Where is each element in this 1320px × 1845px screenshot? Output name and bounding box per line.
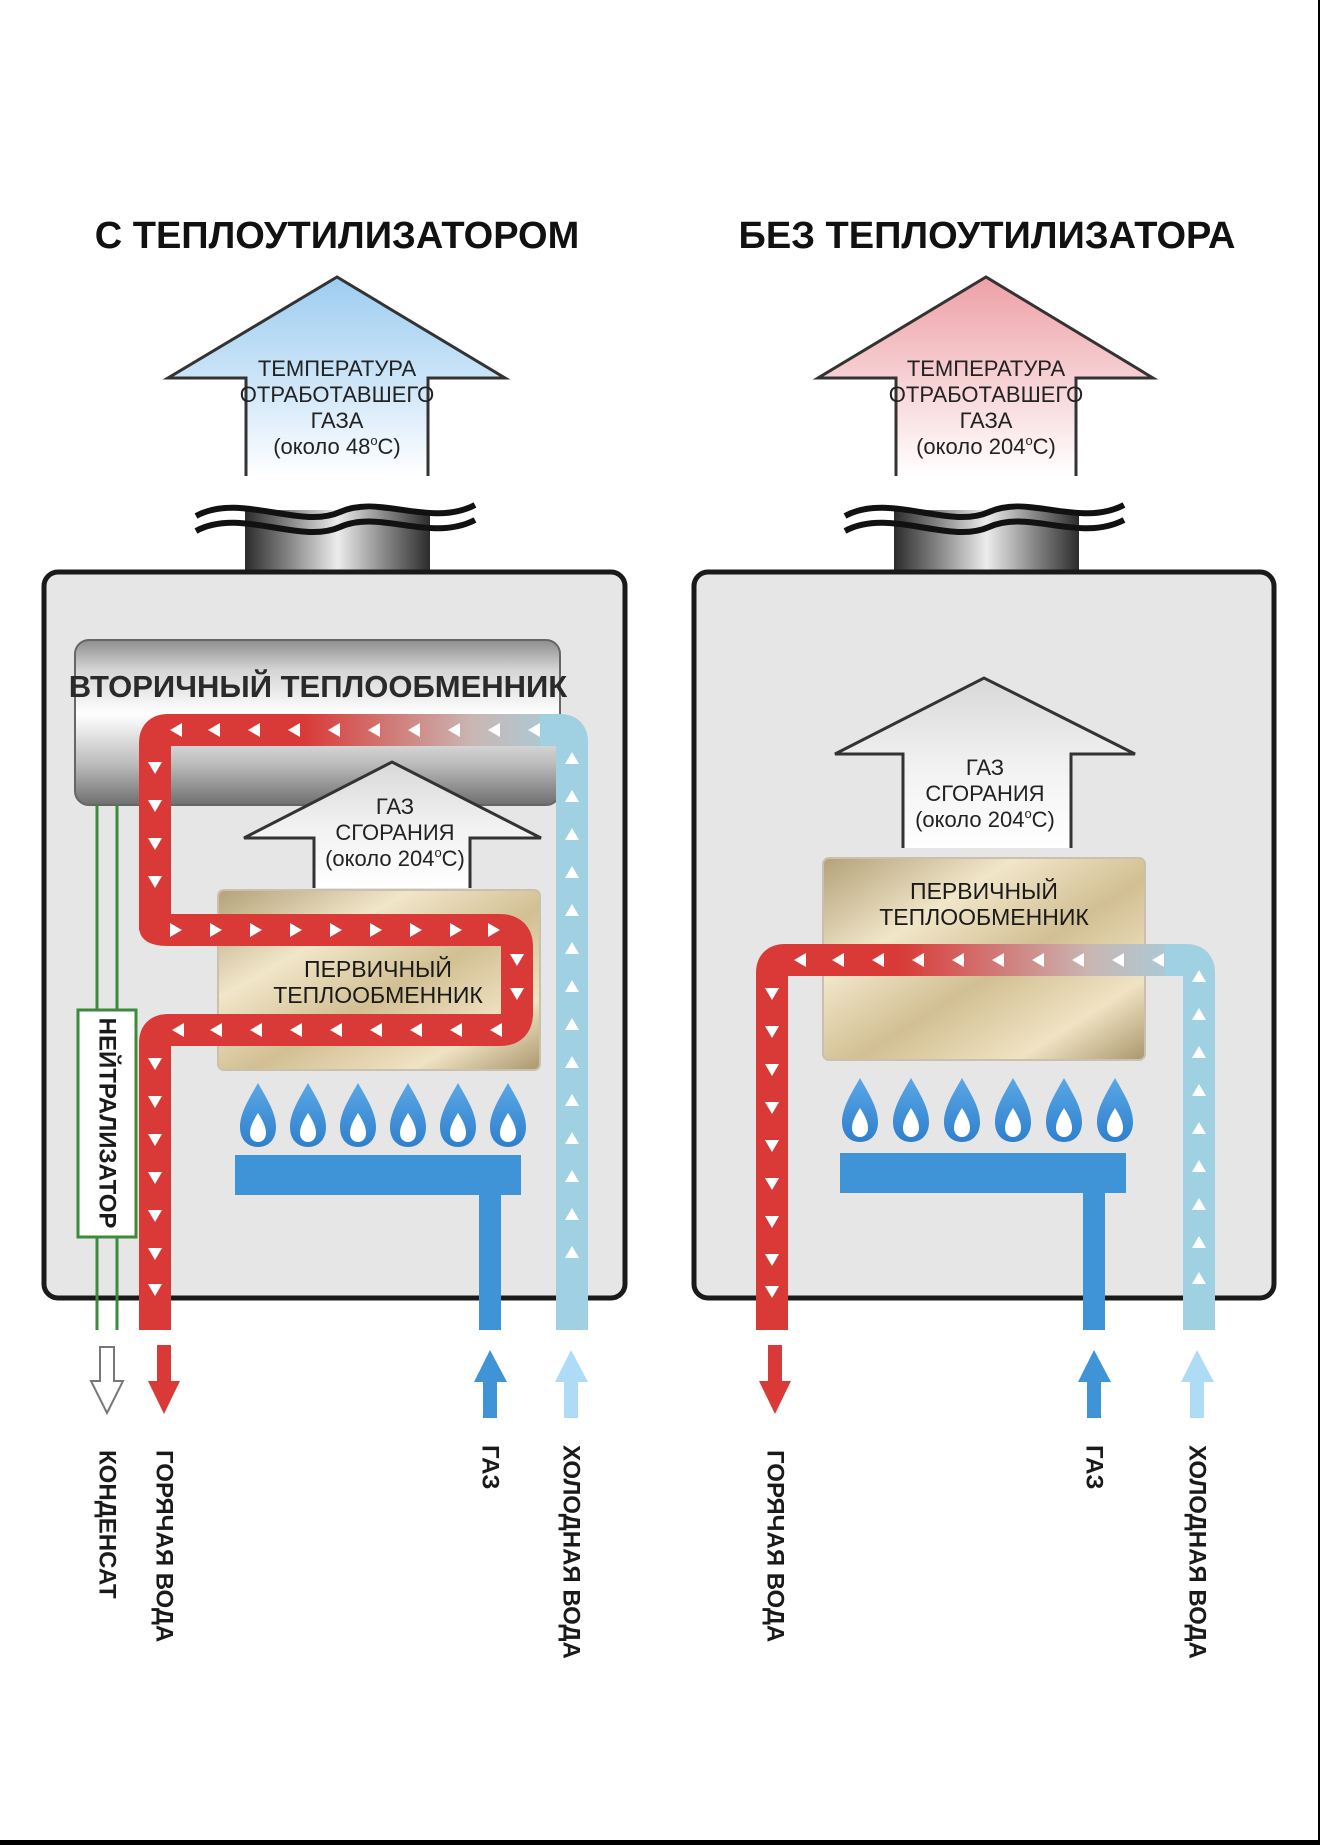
- hot-water-flow-arrows: [765, 988, 779, 1298]
- svg-text:ТЕМПЕРАТУРА: ТЕМПЕРАТУРА: [907, 356, 1066, 381]
- svg-text:ТЕПЛООБМЕННИК: ТЕПЛООБМЕННИК: [273, 982, 483, 1008]
- gas-pipe: [1083, 1153, 1105, 1330]
- hot-water-out-arrow: [148, 1345, 180, 1414]
- cold-water-label: ХОЛОДНАЯ ВОДА: [558, 1445, 585, 1659]
- svg-text:(около 204оC): (около 204оC): [325, 845, 465, 871]
- hot-water-out-arrow: [759, 1345, 791, 1414]
- flue-pipe: [194, 502, 477, 572]
- svg-text:ТЕПЛООБМЕННИК: ТЕПЛООБМЕННИК: [879, 904, 1089, 930]
- left-panel: С ТЕПЛОУТИЛИЗАТОРОМ ТЕМПЕРАТУРА ОТРАБОТА…: [41, 215, 628, 1659]
- svg-text:СГОРАНИЯ: СГОРАНИЯ: [925, 781, 1044, 806]
- left-title: С ТЕПЛОУТИЛИЗАТОРОМ: [95, 215, 580, 257]
- condensate-arrow: [89, 1346, 125, 1416]
- neutralizer: НЕЙТРАЛИЗАТОР: [76, 805, 138, 1330]
- svg-text:(около 48оC): (около 48оC): [273, 433, 401, 459]
- exhaust-arrow-cool: [162, 275, 511, 476]
- cold-water-pipe: [525, 714, 588, 1330]
- serpentine-flow-arrows-right: [170, 923, 500, 937]
- condensate-label: КОНДЕНСАТ: [94, 1450, 121, 1599]
- svg-text:ТЕМПЕРАТУРА: ТЕМПЕРАТУРА: [258, 356, 417, 381]
- cold-water-flow-arrows: [565, 752, 579, 1258]
- gas-in-arrow: [474, 1350, 507, 1418]
- flow-arrows-left: [148, 723, 579, 1296]
- combustion-gas-arrow: ГАЗ СГОРАНИЯ (около 204оC): [834, 676, 1136, 848]
- svg-text:СГОРАНИЯ: СГОРАНИЯ: [335, 820, 454, 845]
- serpentine-flow-arrows-left: [172, 1023, 502, 1037]
- svg-text:(около 204оC): (около 204оC): [916, 433, 1056, 459]
- burner-bar: [235, 1155, 521, 1195]
- exhaust-temperature-label: ТЕМПЕРАТУРА ОТРАБОТАВШЕГО ГАЗА (около 48…: [240, 356, 434, 459]
- right-title: БЕЗ ТЕПЛОУТИЛИЗАТОРА: [739, 215, 1236, 257]
- cold-water-in-arrow: [1181, 1350, 1214, 1418]
- top-pipe-flow-arrows: [794, 953, 1164, 967]
- exhaust-arrow-hot: [812, 275, 1159, 476]
- neutralizer-label: НЕЙТРАЛИЗАТОР: [94, 1018, 122, 1229]
- hot-water-pipe-top: [139, 714, 540, 930]
- svg-text:ОТРАБОТАВШЕГО: ОТРАБОТАВШЕГО: [889, 382, 1083, 407]
- svg-text:ОТРАБОТАВШЕГО: ОТРАБОТАВШЕГО: [240, 382, 434, 407]
- flow-arrows-right: [765, 953, 1206, 1298]
- burner-bar: [840, 1153, 1126, 1193]
- svg-text:ГАЗ: ГАЗ: [376, 794, 414, 819]
- combustion-gas-arrow: ГАЗ СГОРАНИЯ (около 204оC): [243, 760, 542, 888]
- svg-text:ГАЗА: ГАЗА: [311, 408, 364, 433]
- hot-water-label: ГОРЯЧАЯ ВОДА: [151, 1450, 178, 1642]
- cold-water-in-arrow: [555, 1350, 588, 1418]
- flue-pipe: [843, 502, 1126, 572]
- gas-pipe: [479, 1155, 501, 1330]
- gas-label: ГАЗ: [1081, 1445, 1108, 1489]
- svg-text:(около 204оC): (около 204оC): [915, 806, 1055, 832]
- gas-in-arrow: [1078, 1350, 1111, 1418]
- svg-text:ПЕРВИЧНЫЙ: ПЕРВИЧНЫЙ: [910, 877, 1058, 904]
- cold-water-flow-arrows: [1192, 970, 1206, 1284]
- svg-text:ВТОРИЧНЫЙ ТЕПЛООБМЕННИК: ВТОРИЧНЫЙ ТЕПЛООБМЕННИК: [69, 668, 568, 704]
- hot-water-pipe: [756, 944, 1165, 1330]
- top-pipe-flow-arrows: [170, 723, 540, 737]
- svg-text:ПЕРВИЧНЫЙ: ПЕРВИЧНЫЙ: [304, 955, 452, 982]
- hot-water-pipe-serpentine: [139, 913, 533, 1330]
- right-panel: БЕЗ ТЕПЛОУТИЛИЗАТОРА ТЕМПЕРАТУРА ОТРАБОТ…: [691, 215, 1277, 1659]
- cold-water-label: ХОЛОДНАЯ ВОДА: [1184, 1445, 1211, 1659]
- hot-water-flow-arrows-lower: [148, 1058, 162, 1296]
- svg-text:ГАЗА: ГАЗА: [960, 408, 1013, 433]
- hot-water-label: ГОРЯЧАЯ ВОДА: [762, 1450, 789, 1642]
- hot-water-flow-arrows-upper: [148, 762, 162, 888]
- gas-label: ГАЗ: [477, 1445, 504, 1489]
- serpentine-flow-arrows-down: [510, 954, 524, 1000]
- svg-text:ГАЗ: ГАЗ: [966, 755, 1004, 780]
- exhaust-temperature-label: ТЕМПЕРАТУРА ОТРАБОТАВШЕГО ГАЗА (около 20…: [889, 356, 1083, 459]
